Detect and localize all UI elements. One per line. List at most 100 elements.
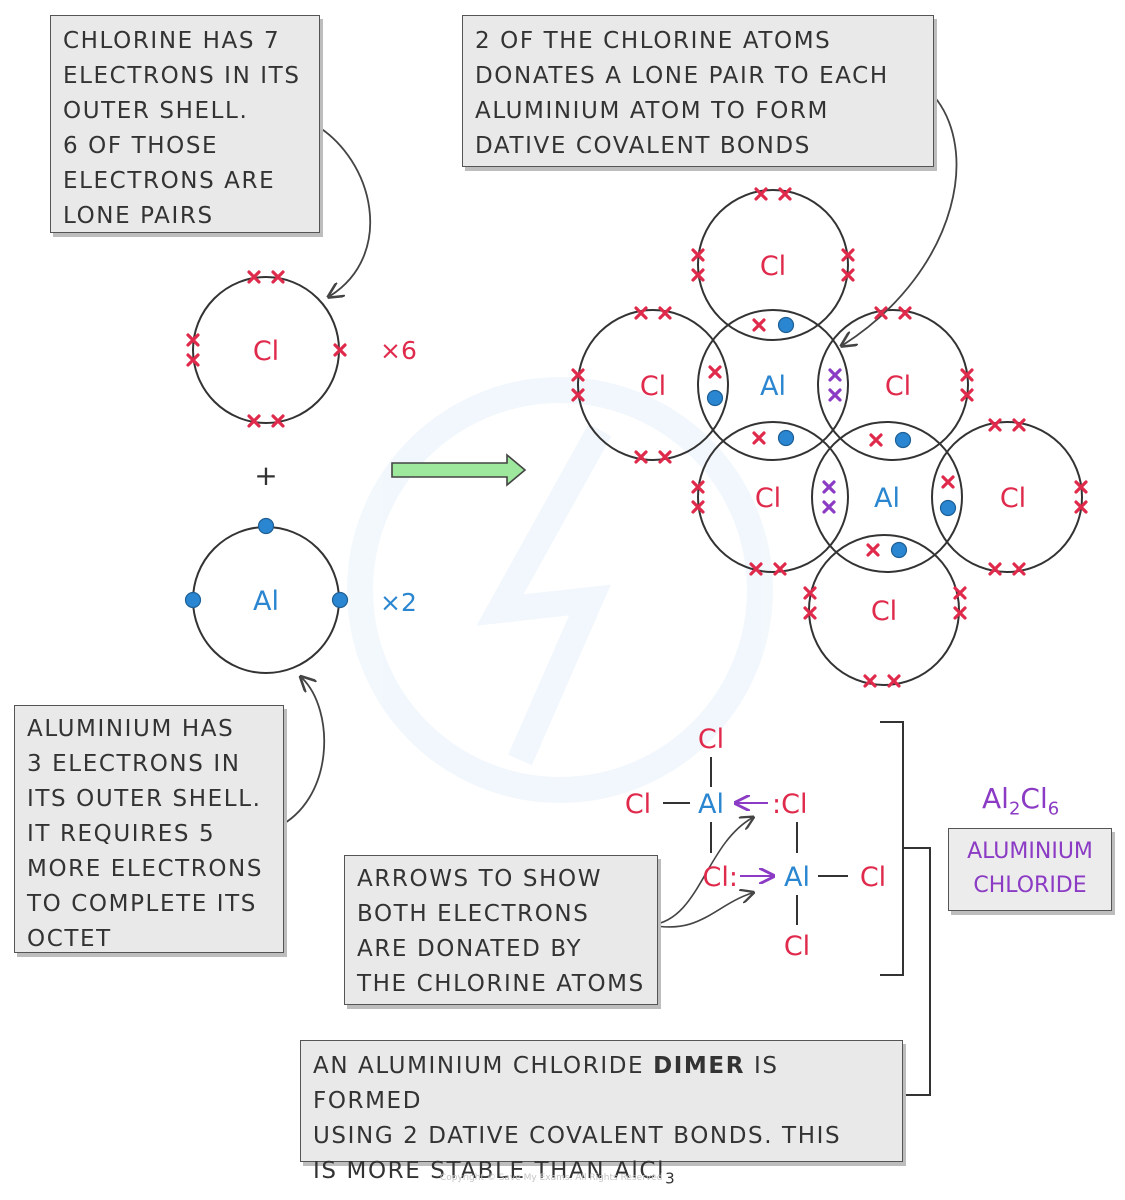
note-line: IS MORE STABLE THAN AlCl3 bbox=[313, 1158, 677, 1188]
note-line: ARROWS TO SHOW bbox=[357, 866, 603, 892]
dimer-bracket bbox=[880, 721, 931, 1096]
cross-icon bbox=[333, 343, 347, 357]
dimer-note: AN ALUMINIUM CHLORIDE DIMER IS FORMED US… bbox=[300, 1040, 903, 1188]
plus-sign: + bbox=[254, 459, 277, 492]
donates-note: 2 OF THE CHLORINE ATOMS DONATES A LONE P… bbox=[462, 15, 934, 167]
cross-icon bbox=[691, 480, 705, 494]
note-line: TO COMPLETE ITS bbox=[27, 891, 258, 917]
cross-icon bbox=[778, 187, 792, 201]
note-line: 6 OF THOSE bbox=[63, 133, 219, 159]
cross-icon bbox=[953, 586, 967, 600]
cross-icon bbox=[186, 333, 200, 347]
copyright-text: Copyright © Save My Exams. All Rights Re… bbox=[440, 1173, 663, 1183]
cross-icon bbox=[866, 543, 880, 557]
reactant-aluminium-symbol: Al bbox=[253, 586, 279, 617]
dimer-chlorine-symbol: Cl bbox=[755, 483, 781, 514]
cross-icon bbox=[898, 306, 912, 320]
electrons-layer bbox=[184, 187, 1088, 688]
note-line: CHLORINE HAS 7 bbox=[63, 28, 281, 54]
cross-icon bbox=[634, 306, 648, 320]
structural-bonds bbox=[663, 757, 848, 925]
note-line: ARE DONATED BY bbox=[357, 936, 583, 962]
dot-icon bbox=[184, 591, 202, 609]
dimer-chlorine-symbol: Cl bbox=[885, 371, 911, 402]
cross-icon bbox=[754, 187, 768, 201]
note-line: BOTH ELECTRONS bbox=[357, 901, 590, 927]
dimer-aluminium-symbol: Al bbox=[760, 371, 786, 402]
structural-chlorine: Cl bbox=[784, 931, 810, 962]
note-line: ITS OUTER SHELL. bbox=[27, 786, 262, 812]
cross-icon bbox=[988, 562, 1002, 576]
cross-icon bbox=[822, 500, 836, 514]
dot-icon bbox=[777, 316, 795, 334]
dot-icon bbox=[939, 499, 957, 517]
note-line: DONATES A LONE PAIR TO EACH bbox=[475, 63, 889, 89]
structural-chlorine-lone-pair: Cl: bbox=[703, 862, 738, 893]
pointer-arrow-aluminium bbox=[275, 678, 325, 829]
dot-icon bbox=[890, 541, 908, 559]
cross-icon bbox=[841, 268, 855, 282]
note-line: LONE PAIRS bbox=[63, 203, 214, 229]
note-line: ELECTRONS IN ITS bbox=[63, 63, 301, 89]
cross-icon bbox=[841, 248, 855, 262]
cross-icon bbox=[941, 475, 955, 489]
dot-icon bbox=[777, 429, 795, 447]
cross-icon bbox=[752, 318, 766, 332]
product-name-line: ALUMINIUM bbox=[967, 839, 1093, 864]
dimer-shells bbox=[577, 189, 1083, 686]
dimer-chlorine-symbol: Cl bbox=[1000, 483, 1026, 514]
cross-icon bbox=[749, 562, 763, 576]
structural-aluminium: Al bbox=[698, 789, 724, 820]
right-arrow-icon bbox=[391, 453, 527, 487]
cross-icon bbox=[691, 500, 705, 514]
cross-icon bbox=[953, 606, 967, 620]
pointer-arrow-chlorine bbox=[313, 123, 372, 296]
dimer-chlorine-symbol: Cl bbox=[760, 251, 786, 282]
note-line: DATIVE COVALENT BONDS bbox=[475, 133, 811, 159]
cross-icon bbox=[869, 433, 883, 447]
reactant-chlorine-symbol: Cl bbox=[253, 336, 279, 367]
dot-icon bbox=[257, 517, 275, 535]
dimer-formula: Al2Cl6 bbox=[982, 782, 1060, 820]
note-line: THE CHLORINE ATOMS bbox=[357, 971, 645, 997]
note-line: USING 2 DATIVE COVALENT BONDS. THIS bbox=[313, 1123, 842, 1149]
note-line: ELECTRONS ARE bbox=[63, 168, 276, 194]
cross-icon bbox=[828, 388, 842, 402]
cross-icon bbox=[828, 368, 842, 382]
note-line: IT REQUIRES 5 bbox=[27, 821, 216, 847]
cross-icon bbox=[658, 306, 672, 320]
aluminium-note: ALUMINIUM HAS 3 ELECTRONS IN ITS OUTER S… bbox=[14, 705, 284, 953]
product-name-box: ALUMINIUM CHLORIDE bbox=[948, 828, 1112, 911]
chlorine-multiplier: ×6 bbox=[380, 336, 417, 365]
cross-icon bbox=[271, 414, 285, 428]
note-line: OUTER SHELL. bbox=[63, 98, 249, 124]
cross-icon bbox=[708, 365, 722, 379]
cross-icon bbox=[247, 414, 261, 428]
dimer-aluminium-symbol: Al bbox=[874, 483, 900, 514]
structural-chlorine-lone-pair: :Cl bbox=[772, 789, 807, 820]
cross-icon bbox=[773, 562, 787, 576]
dot-icon bbox=[331, 591, 349, 609]
structural-chlorine: Cl bbox=[860, 862, 886, 893]
cross-icon bbox=[1074, 480, 1088, 494]
cross-icon bbox=[803, 606, 817, 620]
note-line: AN ALUMINIUM CHLORIDE DIMER IS FORMED bbox=[313, 1053, 779, 1114]
cross-icon bbox=[1012, 562, 1026, 576]
dot-icon bbox=[706, 389, 724, 407]
structural-aluminium: Al bbox=[784, 862, 810, 893]
cross-icon bbox=[571, 388, 585, 402]
cross-icon bbox=[887, 674, 901, 688]
arrows-note: ARROWS TO SHOW BOTH ELECTRONS ARE DONATE… bbox=[344, 855, 658, 1005]
cross-icon bbox=[571, 368, 585, 382]
chlorine-note: CHLORINE HAS 7 ELECTRONS IN ITS OUTER SH… bbox=[50, 15, 320, 233]
cross-icon bbox=[803, 586, 817, 600]
cross-icon bbox=[822, 480, 836, 494]
atom-labels: Cl Al Cl Cl Al Cl Cl Al Cl Cl Cl Cl Al :… bbox=[253, 251, 1026, 962]
structural-chlorine: Cl bbox=[625, 789, 651, 820]
cross-icon bbox=[271, 270, 285, 284]
cross-icon bbox=[1074, 500, 1088, 514]
pointer-arrow-dative-2 bbox=[650, 893, 752, 928]
dimer-chlorine-symbol: Cl bbox=[640, 371, 666, 402]
cross-icon bbox=[691, 268, 705, 282]
product-name-line: CHLORIDE bbox=[973, 873, 1087, 898]
